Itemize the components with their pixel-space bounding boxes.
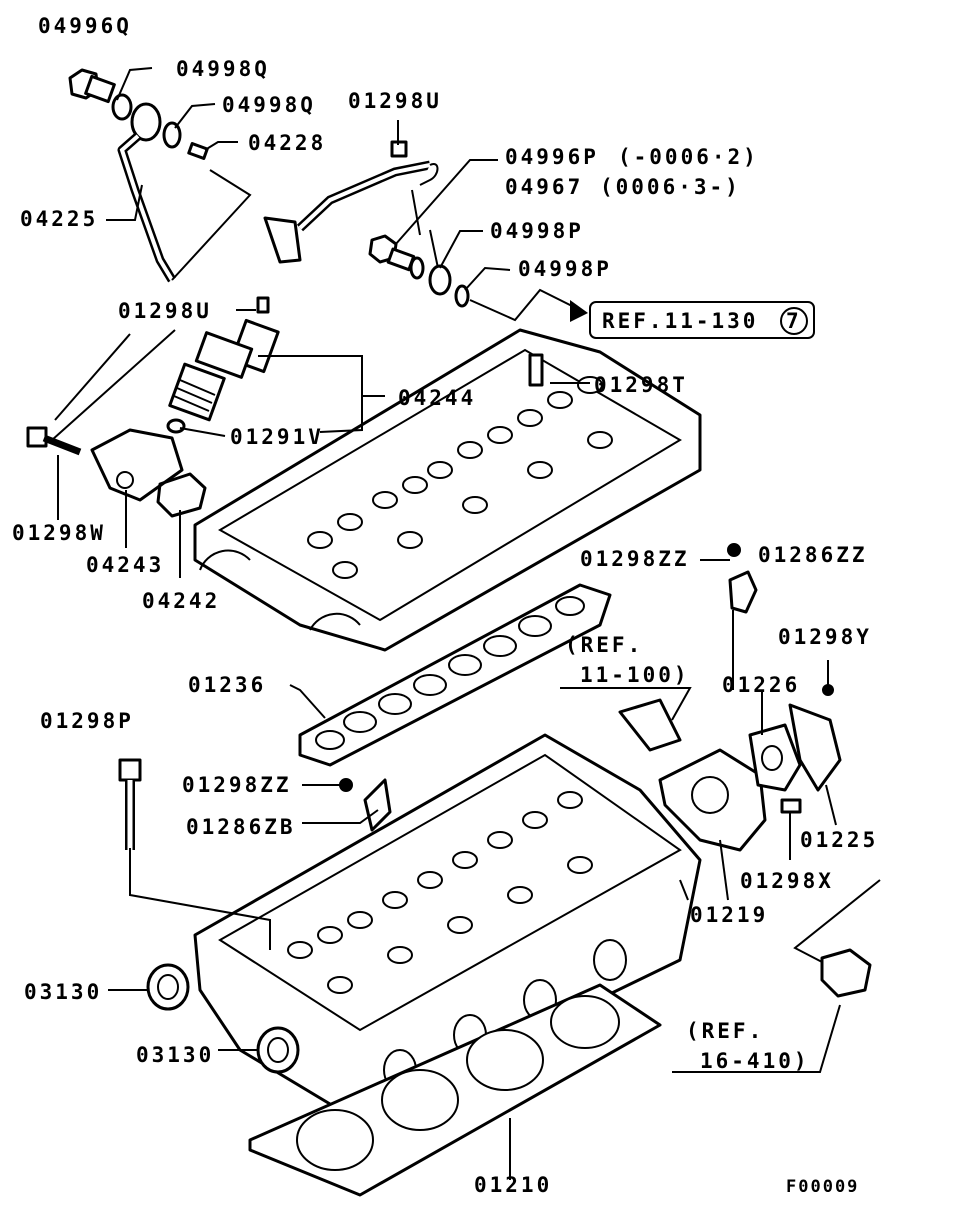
label-04998p-b: 04998P bbox=[518, 257, 612, 281]
label-04996p: 04996P bbox=[505, 145, 599, 169]
washer-04998q-b bbox=[162, 121, 182, 149]
head-holes bbox=[287, 791, 593, 994]
label-01291v: 01291V bbox=[230, 425, 324, 449]
bolt-shank bbox=[84, 74, 116, 104]
bolt-01298p-head bbox=[118, 758, 142, 782]
bolt-01298t bbox=[528, 353, 544, 387]
label-04996q: 04996Q bbox=[38, 14, 132, 38]
washer-04998p-b bbox=[454, 284, 470, 308]
label-01298w: 01298W bbox=[12, 521, 106, 545]
ref-11-130-box bbox=[589, 301, 815, 339]
frame-outline bbox=[193, 328, 702, 652]
frame-holes bbox=[307, 376, 613, 579]
bolt-04228 bbox=[187, 142, 209, 160]
part-labels: 04996Q 04998Q 04998Q 04228 04225 01298U … bbox=[12, 14, 878, 1197]
label-01210: 01210 bbox=[474, 1173, 552, 1197]
washer-04998q-a bbox=[111, 93, 133, 121]
ref-11-100-line1: (REF. bbox=[565, 633, 643, 657]
label-01298u-a: 01298U bbox=[348, 89, 442, 113]
sensor-ref-11-100 bbox=[618, 698, 682, 752]
ocv-assembly bbox=[26, 296, 280, 518]
label-01298zz-a: 01298ZZ bbox=[580, 547, 690, 571]
cylinder-head bbox=[118, 733, 702, 1117]
label-01298u-b: 01298U bbox=[118, 299, 212, 323]
ocv-spool bbox=[168, 362, 226, 422]
pipe-eye bbox=[419, 163, 439, 186]
label-04967-range: (0006·3-) bbox=[600, 175, 741, 199]
label-04244: 04244 bbox=[398, 386, 476, 410]
sensor-ref-16-410 bbox=[820, 948, 872, 998]
washer-04998p-a bbox=[409, 256, 425, 280]
label-01236: 01236 bbox=[188, 673, 266, 697]
gasket-04242 bbox=[156, 472, 207, 518]
ocv-body bbox=[194, 331, 254, 379]
banjo-eye bbox=[130, 102, 162, 142]
ref-11-130-circle bbox=[780, 307, 808, 335]
bolt-01298x bbox=[780, 798, 802, 814]
ref-11-100-line2: 11-100) bbox=[580, 663, 690, 687]
label-01286zz: 01286ZZ bbox=[758, 543, 868, 567]
pipe-04225 bbox=[117, 132, 176, 283]
bracket-01286zz bbox=[728, 570, 758, 614]
cam-bearing-frame-04244 bbox=[193, 328, 702, 652]
intake-gasket-01236 bbox=[298, 583, 612, 767]
label-03130-a: 03130 bbox=[24, 980, 102, 1004]
ref-16-410-line2: 16-410) bbox=[700, 1049, 810, 1073]
head-gasket-01210 bbox=[248, 983, 662, 1197]
figure-code: F00009 bbox=[786, 1177, 859, 1197]
banjo-eye-p bbox=[428, 264, 452, 296]
label-04242: 04242 bbox=[142, 589, 220, 613]
bolt-01298zz-a bbox=[727, 543, 741, 557]
label-04996p-range: (-0006·2) bbox=[618, 145, 759, 169]
label-01298zz-b: 01298ZZ bbox=[182, 773, 292, 797]
label-01226: 01226 bbox=[722, 673, 800, 697]
label-01298t: 01298T bbox=[594, 373, 688, 397]
label-01298x: 01298X bbox=[740, 869, 834, 893]
oil-pipe-assembly bbox=[68, 68, 470, 308]
label-04228: 04228 bbox=[248, 131, 326, 155]
oring-01291v bbox=[166, 418, 186, 434]
label-04998q-a: 04998Q bbox=[176, 57, 270, 81]
bolt-01298w bbox=[26, 426, 48, 448]
label-01286zb: 01286ZB bbox=[186, 815, 296, 839]
ocv-housing-04243 bbox=[90, 428, 184, 502]
bracket-01286zb bbox=[363, 778, 392, 832]
right-components bbox=[618, 543, 872, 998]
pipe-bracket bbox=[263, 216, 302, 264]
label-01298y: 01298Y bbox=[778, 625, 872, 649]
leader-lines bbox=[51, 67, 881, 1180]
cover-01225 bbox=[788, 703, 842, 792]
ref-11-130-text: REF.11-130 bbox=[602, 309, 758, 333]
ref-11-130-circle-number: 7 bbox=[786, 309, 799, 333]
label-01225: 01225 bbox=[800, 828, 878, 852]
label-04998p-a: 04998P bbox=[490, 219, 584, 243]
label-03130-b: 03130 bbox=[136, 1043, 214, 1067]
bolt-01298u-b bbox=[256, 296, 270, 314]
label-04998q-b: 04998Q bbox=[222, 93, 316, 117]
label-04225: 04225 bbox=[20, 207, 98, 231]
ref-16-410-line1: (REF. bbox=[686, 1019, 764, 1043]
label-04967: 04967 bbox=[505, 175, 583, 199]
label-01298p: 01298P bbox=[40, 709, 134, 733]
label-01219: 01219 bbox=[690, 903, 768, 927]
reference-labels: REF.11-130 7 (REF. 11-100) (REF. 16-410)… bbox=[565, 301, 859, 1197]
label-04243: 04243 bbox=[86, 553, 164, 577]
